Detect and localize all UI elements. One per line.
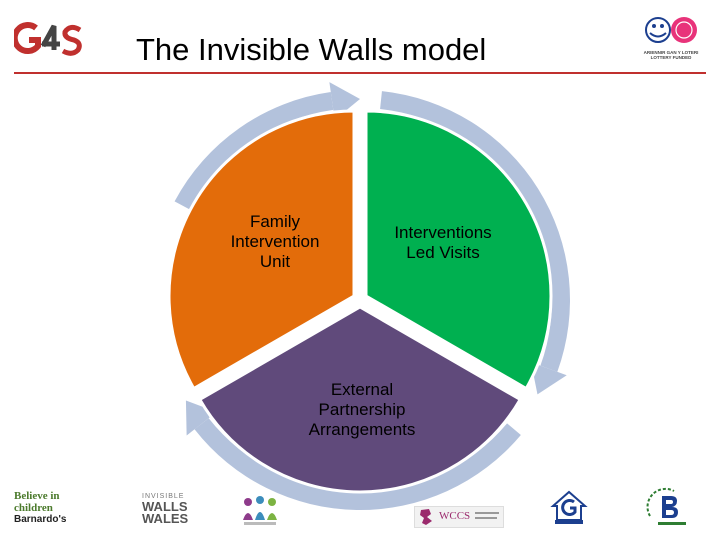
title-divider (14, 72, 706, 74)
lottery-logo-mark (645, 17, 697, 43)
invisible-walls-line1: WALLS (142, 499, 188, 514)
wccs-logo: WCCS (414, 506, 504, 528)
cycle-arrow-right (380, 91, 570, 372)
wccs-text-line (475, 512, 499, 514)
segment-label-external-partnership: External Partnership Arrangements (308, 380, 416, 439)
invisible-walls-line2: WALES (142, 511, 189, 526)
wccs-text: WCCS (439, 510, 471, 522)
barnardos-line3: Barnardo's (14, 514, 67, 525)
wccs-map-icon (420, 509, 432, 525)
lottery-tagline: ARIENNIR GAN Y LOTERI LOTTERY FUNDED (643, 50, 699, 60)
lottery-logo: ARIENNIR GAN Y LOTERI LOTTERY FUNDED (640, 14, 702, 64)
bridgend-logo (646, 487, 686, 525)
cycle-arrow-right-head (531, 362, 567, 395)
segment-family-intervention-unit (167, 109, 356, 391)
house-g-logo (550, 490, 588, 524)
partner-logo-people (243, 496, 277, 525)
invisible-walls-small: INVISIBLE (142, 493, 185, 500)
segment-external-partnership (197, 305, 523, 494)
page-title: The Invisible Walls model (136, 32, 487, 67)
cycle-arrow-top (174, 92, 334, 210)
segment-label-interventions-led-visits: Interventions Led Visits (394, 223, 492, 262)
segment-label-family-intervention-unit: Family Intervention Unit (230, 212, 320, 271)
wccs-text-line (475, 517, 497, 519)
barnardos-logo: Believe in children Barnardo's (14, 490, 84, 528)
g4s-logo (14, 22, 82, 56)
cycle-arrow-left (194, 418, 521, 510)
barnardos-line2: children (14, 502, 53, 514)
barnardos-line1: Believe in (14, 490, 60, 502)
invisible-walls-logo: INVISIBLE WALLS WALES (142, 493, 208, 527)
segment-interventions-led-visits (364, 109, 553, 391)
